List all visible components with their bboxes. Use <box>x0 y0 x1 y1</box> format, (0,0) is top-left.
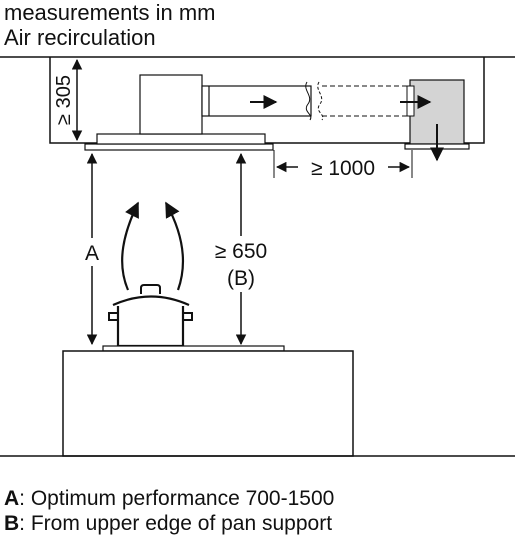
legend-b-text: : From upper edge of pan support <box>19 512 333 535</box>
duct-break-left <box>305 81 312 121</box>
min-height-label-1: ≥ 650 <box>215 240 267 263</box>
min-height-label-2: (B) <box>227 267 255 290</box>
duct-length-label-bg <box>298 155 388 179</box>
legend-b: B: From upper edge of pan support <box>4 511 332 537</box>
legend-a-text: : Optimum performance 700-1500 <box>19 487 335 510</box>
cooking-pot <box>108 284 193 348</box>
hood-panel <box>84 143 274 151</box>
legend-b-key: B <box>4 512 20 535</box>
steam-arrow-right <box>165 201 184 291</box>
mode-heading: Air recirculation <box>4 25 156 50</box>
counter <box>62 350 354 457</box>
false-ceiling-box <box>49 57 485 144</box>
legend-a-key: A <box>4 487 20 510</box>
dim-b-label-bg <box>205 236 277 292</box>
legend-a: A: Optimum performance 700-1500 <box>4 486 334 512</box>
ceiling-height-label: ≥ 305 <box>53 75 75 125</box>
duct-dashed <box>322 85 410 117</box>
units-heading: measurements in mm <box>4 0 216 25</box>
dim-a-label-bg <box>82 238 102 266</box>
dim-a-label: A <box>85 242 99 265</box>
blower-box <box>139 74 203 135</box>
steam-arrow-left <box>121 201 139 291</box>
hood-body <box>96 133 266 145</box>
duct-length-label: ≥ 1000 <box>311 157 375 180</box>
duct-break-right <box>317 81 324 121</box>
